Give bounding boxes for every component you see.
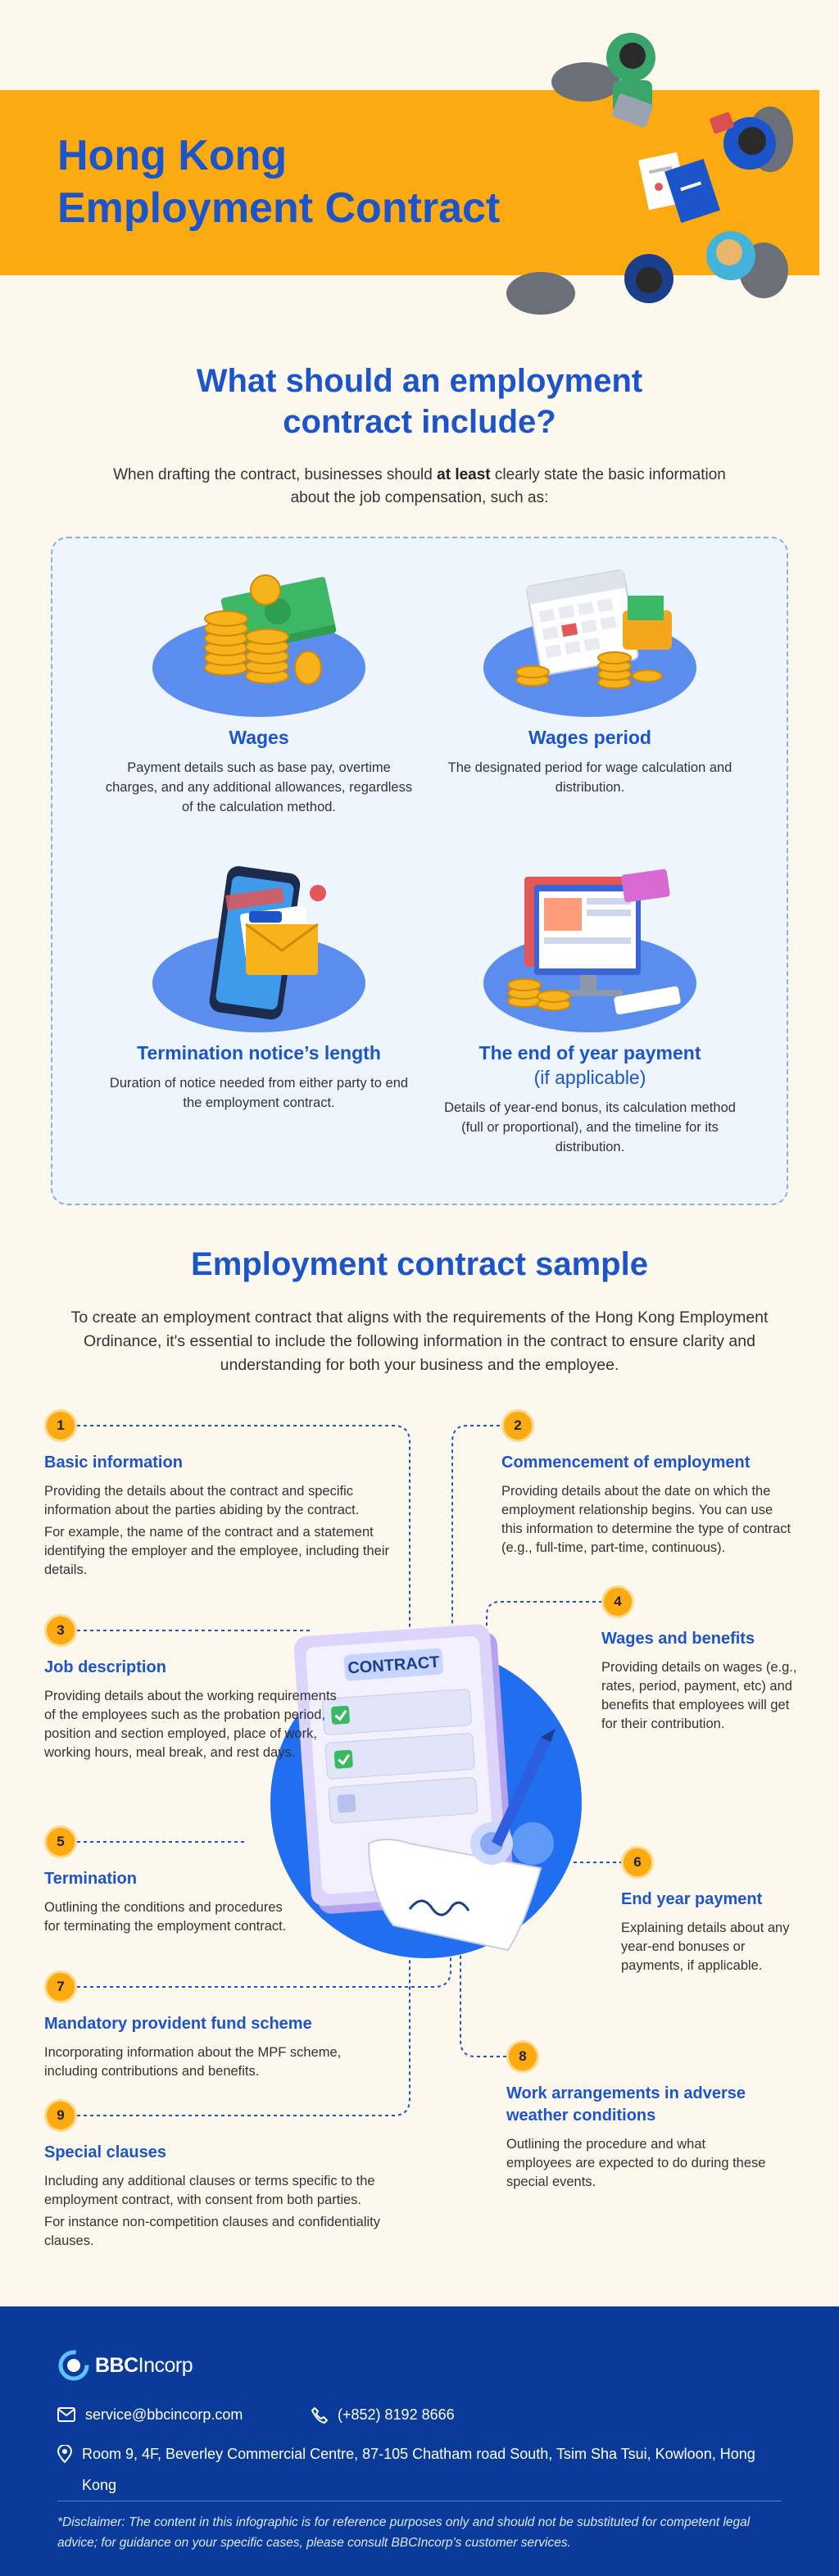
feature-wages-period: Wages period The designated period for w… bbox=[426, 545, 754, 797]
phone-icon bbox=[311, 2407, 328, 2424]
logo-text: BBCIncorp bbox=[95, 2354, 193, 2378]
item-number-badge: 2 bbox=[501, 1409, 534, 1442]
feature-wages-description: Payment details such as base pay, overti… bbox=[105, 760, 413, 814]
company-logo[interactable]: BBCIncorp bbox=[57, 2347, 193, 2383]
logo-text-thin: Incorp bbox=[138, 2353, 193, 2377]
feature-wages-title: Wages bbox=[229, 727, 289, 748]
item-text: For example, the name of the contract an… bbox=[44, 1525, 390, 1577]
hero-section: Hong Kong Employment Contract bbox=[0, 0, 839, 328]
item-number-badge: 1 bbox=[44, 1409, 77, 1442]
feature-end-of-year-subtitle: (if applicable) bbox=[533, 1067, 646, 1088]
hero-banner bbox=[0, 90, 590, 275]
item-text: Providing details about the date on whic… bbox=[501, 1484, 791, 1555]
feature-termination-notice: Termination notice’s length Duration of … bbox=[95, 860, 423, 1113]
section1-intro: When drafting the contract, businesses s… bbox=[92, 464, 747, 510]
item-number-badge: 9 bbox=[44, 2099, 77, 2132]
item-end-year-payment: 6 End year payment Explaining details ab… bbox=[621, 1846, 801, 1975]
item-text: For instance non-competition clauses and… bbox=[44, 2215, 380, 2248]
item-termination: 5 Termination Outlining the conditions a… bbox=[44, 1825, 290, 1936]
item-number-badge: 7 bbox=[44, 1971, 77, 2003]
item-title: Special clauses bbox=[44, 2143, 166, 2161]
item-commencement: 2 Commencement of employment Providing d… bbox=[501, 1409, 796, 1558]
footer-phone[interactable]: (+852) 8192 8666 bbox=[311, 2404, 455, 2425]
section1-title-line1: What should an employment bbox=[196, 363, 643, 399]
item-text: Providing details about the working requ… bbox=[44, 1689, 337, 1760]
page-title-line1: Hong Kong bbox=[57, 132, 288, 179]
intro-text-before: When drafting the contract, businesses s… bbox=[113, 466, 438, 483]
phone-text: (+852) 8192 8666 bbox=[338, 2406, 455, 2423]
feature-wages: Wages Payment details such as base pay, … bbox=[95, 545, 423, 817]
footer: BBCIncorp bbox=[0, 2306, 839, 2576]
contract-illustration-icon: CONTRACT bbox=[270, 1624, 582, 1958]
feature-end-of-year: The end of year payment (if applicable) … bbox=[426, 860, 754, 1157]
item-title: Wages and benefits bbox=[601, 1630, 755, 1648]
item-title: Mandatory provident fund scheme bbox=[44, 2015, 312, 2033]
location-pin-icon bbox=[57, 2445, 72, 2463]
feature-termination-title: Termination notice’s length bbox=[137, 1042, 381, 1064]
section2-title: Employment contract sample bbox=[191, 1246, 648, 1282]
item-text: Providing details on wages (e.g., rates,… bbox=[601, 1660, 797, 1731]
section2-intro: To create an employment contract that al… bbox=[70, 1308, 769, 1374]
email-text: service@bbcincorp.com bbox=[85, 2406, 243, 2423]
section1-title: What should an employment contract inclu… bbox=[0, 361, 839, 442]
calendar-coins-icon bbox=[483, 569, 696, 717]
item-number-badge: 8 bbox=[506, 2040, 539, 2073]
item-title: End year payment bbox=[621, 1890, 763, 1908]
feature-wages-period-title: Wages period bbox=[528, 727, 651, 748]
item-text: Outlining the procedure and what employe… bbox=[506, 2137, 766, 2189]
item-text: Incorporating information about the MPF … bbox=[44, 2045, 342, 2079]
item-mpf-scheme: 7 Mandatory provident fund scheme Incorp… bbox=[44, 1971, 388, 2081]
item-number-badge: 5 bbox=[44, 1825, 77, 1858]
item-number-badge: 6 bbox=[621, 1846, 654, 1879]
footer-address: Room 9, 4F, Beverley Commercial Centre, … bbox=[57, 2438, 762, 2501]
feature-wages-period-description: The designated period for wage calculati… bbox=[447, 760, 732, 795]
item-job-description: 3 Job description Providing details abou… bbox=[44, 1614, 347, 1762]
intro-text-after: clearly state the basic information abou… bbox=[290, 466, 726, 506]
item-title: Work arrangements in adverse weather con… bbox=[506, 2084, 746, 2125]
item-text: Outlining the conditions and procedures … bbox=[44, 1900, 287, 1934]
item-text: Explaining details about any year-end bo… bbox=[621, 1921, 790, 1973]
connector-lines bbox=[77, 1425, 623, 2116]
intro-text-bold: at least bbox=[437, 466, 491, 483]
feature-end-of-year-description: Details of year-end bonus, its calculati… bbox=[444, 1100, 736, 1154]
item-title: Termination bbox=[44, 1870, 137, 1888]
item-text: Providing the details about the contract… bbox=[44, 1484, 360, 1517]
item-special-clauses: 9 Special clauses Including any addition… bbox=[44, 2099, 405, 2251]
item-number-badge: 4 bbox=[601, 1585, 634, 1618]
feature-wages-illustration bbox=[95, 545, 423, 717]
item-adverse-weather: 8 Work arrangements in adverse weather c… bbox=[506, 2040, 769, 2192]
disclaimer-text: *Disclaimer: The content in this infogra… bbox=[57, 2515, 751, 2550]
item-basic-information: 1 Basic information Providing the detail… bbox=[44, 1409, 405, 1580]
item-title: Job description bbox=[44, 1658, 166, 1676]
money-stack-icon bbox=[152, 574, 365, 717]
logo-text-bold: BBC bbox=[95, 2353, 138, 2377]
mail-icon bbox=[57, 2407, 75, 2422]
item-title: Basic information bbox=[44, 1454, 183, 1472]
feature-end-of-year-title: The end of year payment (if applicable) bbox=[426, 1041, 754, 1090]
feature-wages-period-illustration bbox=[426, 545, 754, 717]
bbcincorp-logo-icon bbox=[58, 2350, 89, 2381]
page-title: Hong Kong Employment Contract bbox=[57, 129, 500, 234]
section1-title-line2: contract include? bbox=[283, 404, 556, 440]
phone-mail-icon bbox=[152, 866, 365, 1032]
page-title-line2: Employment Contract bbox=[57, 184, 501, 232]
computer-payment-icon bbox=[483, 868, 696, 1032]
feature-end-of-year-title-main: The end of year payment bbox=[478, 1042, 701, 1064]
item-text: Including any additional clauses or term… bbox=[44, 2174, 375, 2207]
feature-termination-description: Duration of notice needed from either pa… bbox=[109, 1076, 409, 1110]
item-wages-benefits: 4 Wages and benefits Providing details o… bbox=[601, 1585, 806, 1734]
item-number-badge: 3 bbox=[44, 1614, 77, 1647]
footer-email[interactable]: service@bbcincorp.com bbox=[57, 2404, 243, 2425]
feature-termination-illustration bbox=[95, 860, 423, 1032]
address-text: Room 9, 4F, Beverley Commercial Centre, … bbox=[82, 2446, 755, 2493]
item-title: Commencement of employment bbox=[501, 1454, 751, 1472]
feature-end-of-year-illustration bbox=[426, 860, 754, 1032]
meeting-table-illustration-icon bbox=[506, 33, 819, 315]
